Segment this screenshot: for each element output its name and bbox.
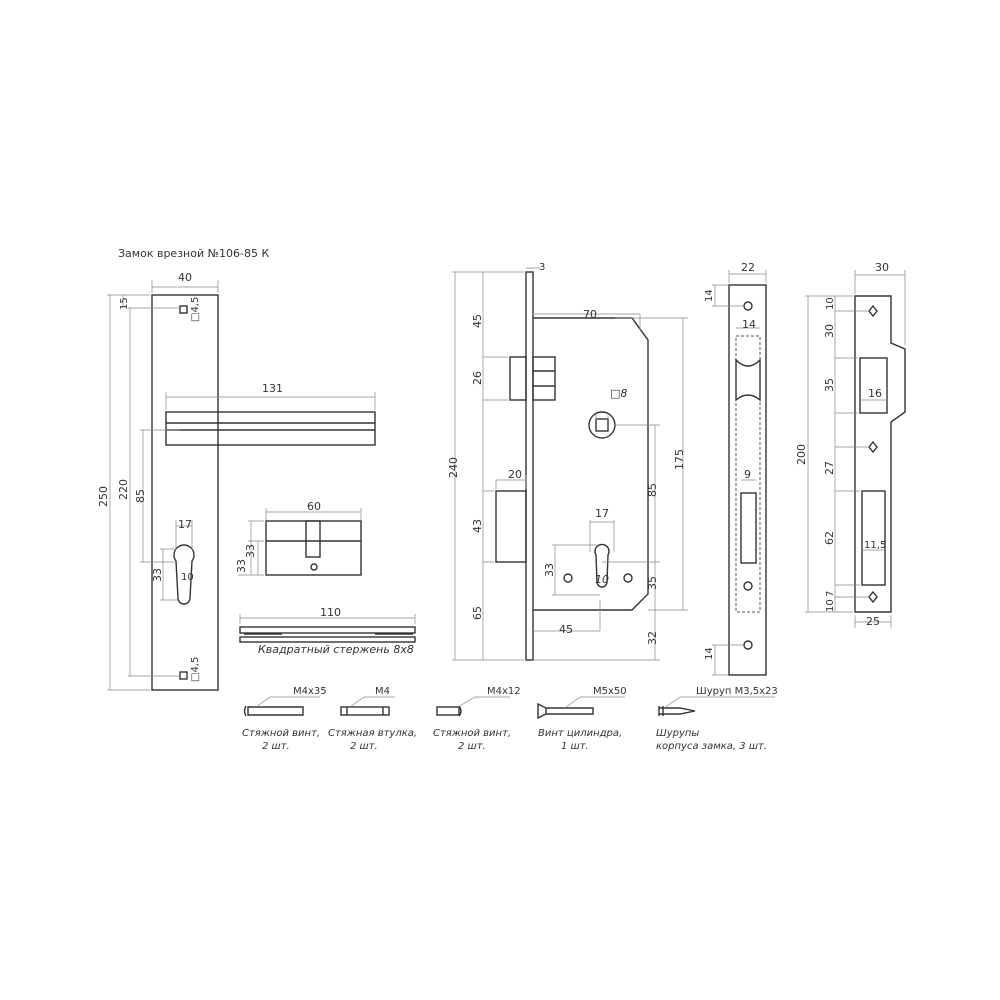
dim-hole-top: 14: [704, 289, 715, 302]
dim-lock-depth: 70: [583, 308, 597, 321]
dim-strike-width: 30: [875, 261, 889, 274]
svg-text:Стяжная втулка,: Стяжная втулка,: [328, 728, 417, 739]
hardware-item: Шуруп M3,5x23 Шурупы корпуса замка, 3 шт…: [656, 686, 778, 752]
dim-strike-height: 200: [795, 444, 808, 465]
square-rod: 110 Квадратный стержень 8х8: [239, 606, 416, 656]
svg-text:M4x35: M4x35: [293, 686, 327, 697]
svg-text:Стяжной винт,: Стяжной винт,: [433, 728, 511, 739]
dim-latch: 26: [471, 371, 484, 385]
svg-text:M4: M4: [375, 686, 390, 697]
dim-base-width: 25: [866, 615, 880, 628]
dim-strike-d5: 62: [823, 531, 836, 545]
dim-latch-width: 16: [868, 387, 882, 400]
dim-cyl-below: 35: [646, 576, 659, 590]
strike-plate: 30 200 10 30 35 16 27 62 11,5 7 10 25: [795, 261, 906, 628]
svg-text:Стяжной винт,: Стяжной винт,: [242, 728, 320, 739]
dim-handle-height: 250: [97, 486, 110, 507]
svg-text:2 шт.: 2 шт.: [262, 741, 290, 752]
dim-body-height: 175: [673, 449, 686, 470]
dim-cyl-outer: 33: [235, 559, 248, 573]
dim-lock-cyl-width: 17: [595, 507, 609, 520]
svg-text:Шурупы: Шурупы: [656, 728, 699, 739]
dim-cyl-length: 60: [307, 500, 321, 513]
dim-faceplate-thick: 3: [539, 262, 545, 273]
rod-label: Квадратный стержень 8х8: [258, 643, 414, 656]
svg-text:1 шт.: 1 шт.: [561, 741, 589, 752]
dim-strike-d6: 7: [825, 591, 836, 597]
dim-spindle-cyl: 85: [134, 489, 147, 503]
dim-lock-cyl-slot: 10: [595, 573, 609, 586]
dim-strike-d1: 10: [825, 297, 836, 310]
dim-faceplate-width: 22: [741, 261, 755, 274]
dim-strike-d4: 27: [823, 461, 836, 475]
dim-lock-top: 45: [471, 314, 484, 328]
hardware-item: M4x12 Стяжной винт, 2 шт.: [433, 686, 521, 752]
svg-text:2 шт.: 2 шт.: [458, 741, 486, 752]
dim-rod-length: 110: [320, 606, 341, 619]
dim-center-distance: 85: [646, 483, 659, 497]
handle-plate: 40 250 220 15 □4,5 □4,5 131 85 17 33 10: [97, 271, 376, 691]
hardware-item: M4 Стяжная втулка, 2 шт.: [328, 686, 417, 752]
faceplate: 22 14 14 14 9: [704, 261, 767, 676]
dim-lock-height: 240: [447, 457, 460, 478]
dim-hole-bottom: □4,5: [190, 657, 201, 682]
dim-bottom-off: 32: [646, 631, 659, 645]
dim-hole-bottom: 14: [704, 647, 715, 660]
dim-backset: 45: [559, 623, 573, 636]
dim-slot-width: 9: [744, 468, 751, 481]
dim-cyl-width: 17: [178, 518, 192, 531]
svg-text:Шуруп M3,5x23: Шуруп M3,5x23: [696, 686, 778, 697]
dim-lock-cyl-height: 33: [543, 563, 556, 577]
svg-text:корпуса замка, 3 шт.: корпуса замка, 3 шт.: [656, 741, 767, 752]
dim-cyl-slot: 10: [181, 572, 194, 583]
svg-text:2 шт.: 2 шт.: [350, 741, 378, 752]
cylinder: 60 33 33: [235, 500, 362, 576]
lock-body: 3 240 45 26 43 65 20 70 □8 175 85 35 32 …: [447, 262, 688, 661]
dim-inner-width: 14: [742, 318, 756, 331]
dim-lock-bottom: 65: [471, 606, 484, 620]
hardware-item: M4x35 Стяжной винт, 2 шт.: [242, 686, 327, 752]
svg-text:Винт цилиндра,: Винт цилиндра,: [538, 728, 622, 739]
dim-bolt-width: 11,5: [864, 540, 886, 551]
dim-top-offset: 15: [119, 297, 130, 310]
dim-cyl-inner: 33: [244, 544, 257, 558]
dim-spindle: □8: [610, 387, 627, 400]
dim-lever-length: 131: [262, 382, 283, 395]
dim-hole-top: □4,5: [190, 297, 201, 322]
hardware-item: M5x50 Винт цилиндра, 1 шт.: [537, 686, 627, 752]
dim-holes-spacing: 220: [117, 479, 130, 500]
dim-cyl-height: 33: [151, 568, 164, 582]
dim-strike-d7: 10: [825, 599, 836, 612]
dim-strike-d3: 35: [823, 378, 836, 392]
dim-bolt-proj: 20: [508, 468, 522, 481]
svg-text:M4x12: M4x12: [487, 686, 521, 697]
dim-handle-width: 40: [178, 271, 192, 284]
drawing-title: Замок врезной №106-85 К: [118, 247, 270, 260]
dim-strike-d2: 30: [823, 324, 836, 338]
dim-bolt-height: 43: [471, 519, 484, 533]
svg-text:M5x50: M5x50: [593, 686, 627, 697]
